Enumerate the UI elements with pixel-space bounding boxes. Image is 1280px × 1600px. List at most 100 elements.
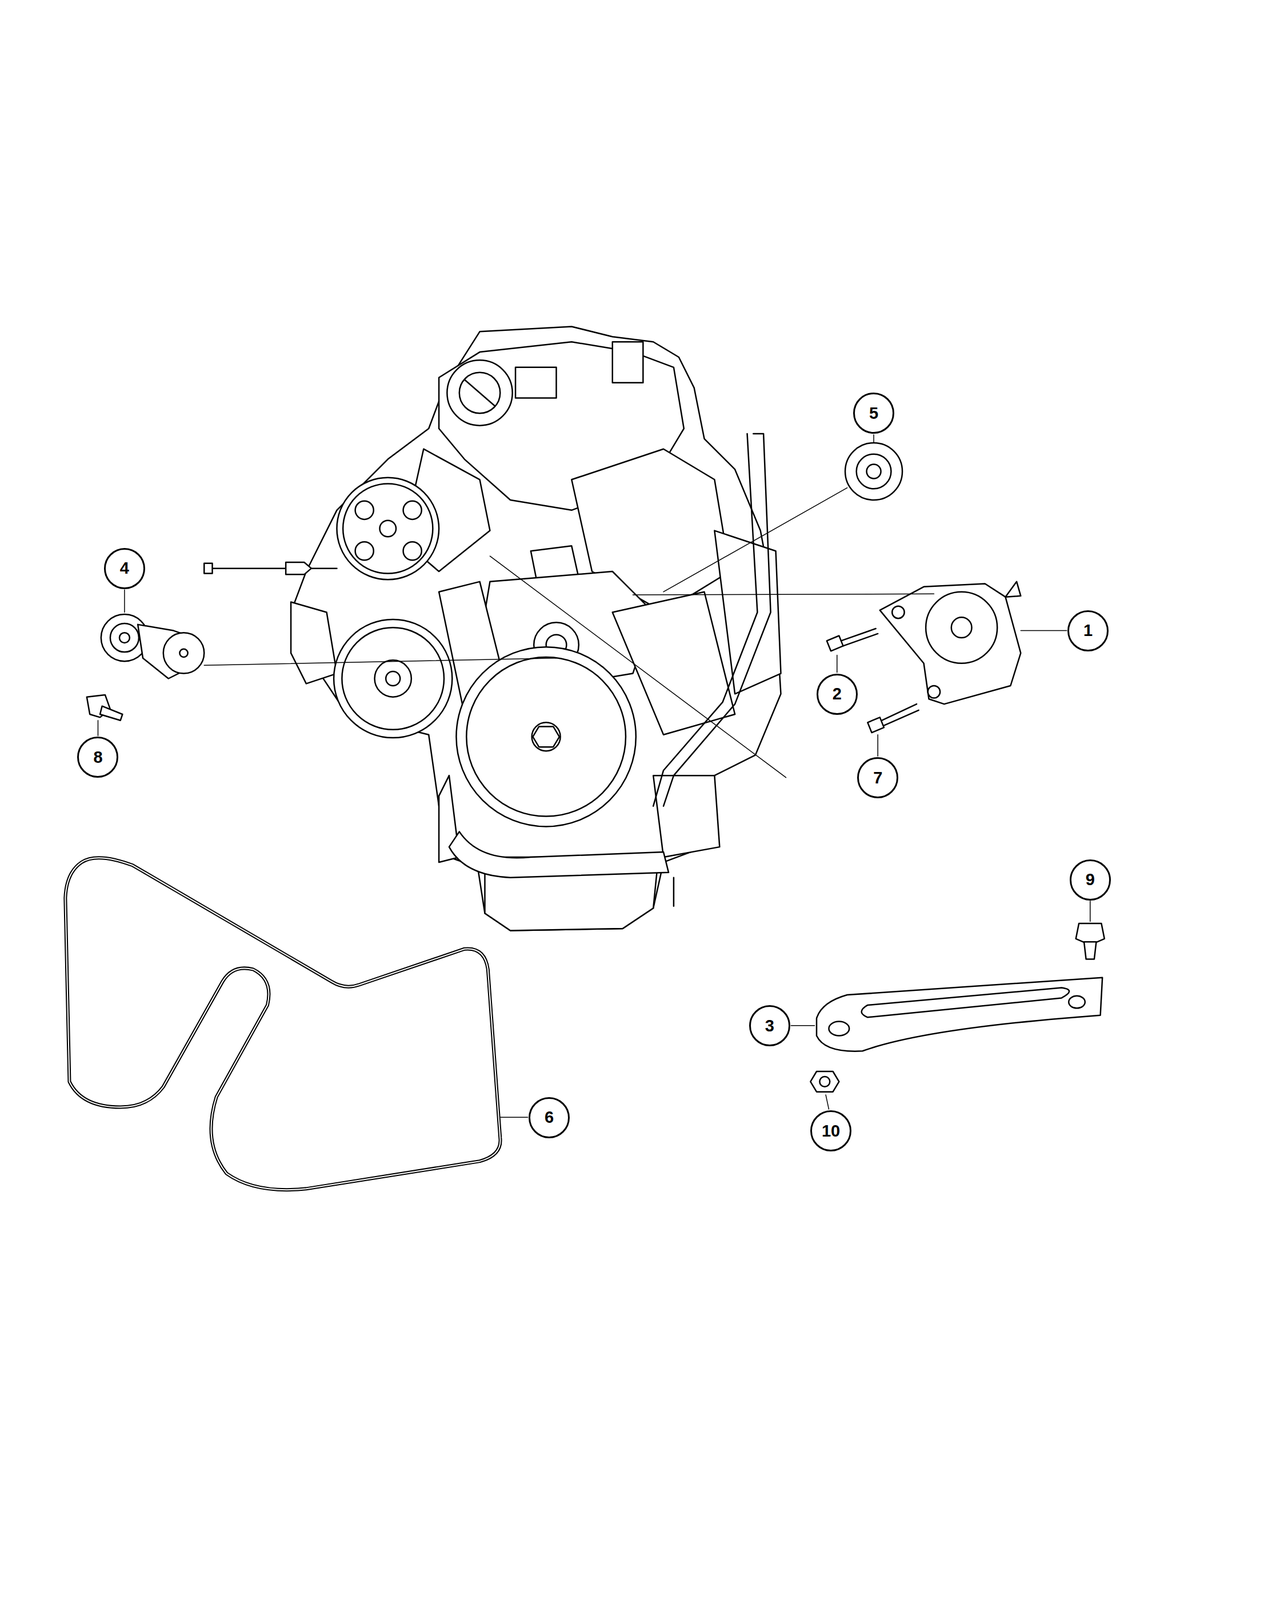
bolt [842,633,878,646]
callout-text: 6 [544,1109,554,1126]
sensor-bolt [311,567,338,570]
engine [449,831,669,878]
idler-bracket [892,606,904,619]
leader-line [1020,630,1067,632]
engine [612,341,644,383]
callout-text: 10 [821,1122,840,1140]
leader-line [204,658,556,666]
idler-bracket [880,583,1022,704]
engine [290,326,781,931]
leader-line [124,589,126,612]
leader-line [663,488,848,592]
callout-text: 9 [1085,871,1095,888]
bolt [841,628,876,641]
leader-line [877,734,879,757]
sensor-bolt [285,562,312,575]
callout-text: 2 [832,685,842,703]
callout-number: 1 [1067,610,1109,652]
bolt [86,694,123,721]
dipstick-tube [653,433,771,807]
leader-line [873,434,875,443]
sensor-bolt [204,563,212,574]
crankshaft-pulley [532,726,559,747]
belt-tensioner [110,623,139,652]
leader-line [489,556,786,778]
power-steering-pulley [336,477,439,580]
power-steering-pulley [342,483,433,574]
callout-number: 3 [749,1005,791,1047]
callout-text: 7 [873,769,883,787]
belt-tensioner [163,632,204,674]
belt-tensioner [179,649,188,658]
sensor-bolt [209,567,286,570]
support-bracket [828,1021,850,1036]
engine [290,326,781,931]
crankshaft-pulley [456,646,636,827]
sensor-bolt [204,562,337,575]
bolt [826,628,878,651]
idler-bracket [951,617,972,638]
idler-bracket [1005,581,1021,598]
bolt [867,704,919,733]
belt-tensioner [119,632,130,643]
leader-line [790,1025,815,1027]
power-steering-pulley [403,501,422,520]
callout-text: 4 [120,560,130,577]
nut [810,1071,839,1092]
engine [403,449,491,572]
idler-bracket [880,581,1022,704]
water-pump-pulley [333,619,452,738]
support-bracket [816,977,1103,1052]
leader-line [1089,901,1091,922]
engine [673,877,675,907]
water-pump-pulley [333,619,452,738]
engine [446,360,512,426]
callout-number: 2 [816,673,858,715]
callout-number: 8 [77,736,119,778]
engine [515,367,556,399]
drive-belt [65,857,500,1190]
leader-line [500,1117,528,1119]
bolt [1076,923,1105,960]
callout-number: 5 [853,392,895,434]
callout-text: 3 [765,1017,775,1035]
callout-text: 5 [869,405,879,422]
leader-line [97,434,1090,1118]
callout-number: 4 [104,548,146,590]
idler-pulley [845,442,903,500]
leader-line [836,654,838,672]
water-pump-pulley [385,671,400,686]
leader-line [632,593,934,595]
dipstick-tube [653,433,758,807]
nut [810,1071,839,1092]
leader-line [825,1094,829,1110]
bolt [826,636,844,652]
callout-number: 6 [528,1097,570,1139]
bolt [867,717,884,733]
belt-tensioner [101,614,204,679]
water-pump-pulley [341,627,444,730]
power-steering-pulley [355,501,374,520]
power-steering-pulley [336,477,439,580]
callout-text: 1 [1083,622,1093,639]
callout-number: 7 [857,757,899,799]
idler-pulley [866,464,882,479]
power-steering-pulley [403,541,422,560]
callout-number: 9 [1069,859,1111,901]
bolt [881,704,917,721]
idler-bracket [925,592,998,664]
bolt [884,710,919,726]
crankshaft-pulley [456,646,636,827]
engine [459,372,500,414]
bolt [100,706,123,721]
idler-pulley [856,454,892,490]
callout-number: 10 [810,1110,852,1152]
drawing-part [65,326,1104,1190]
idler-pulley [845,442,903,500]
water-pump-pulley [374,660,412,697]
callout-text: 8 [93,749,103,766]
nut [819,1076,830,1087]
